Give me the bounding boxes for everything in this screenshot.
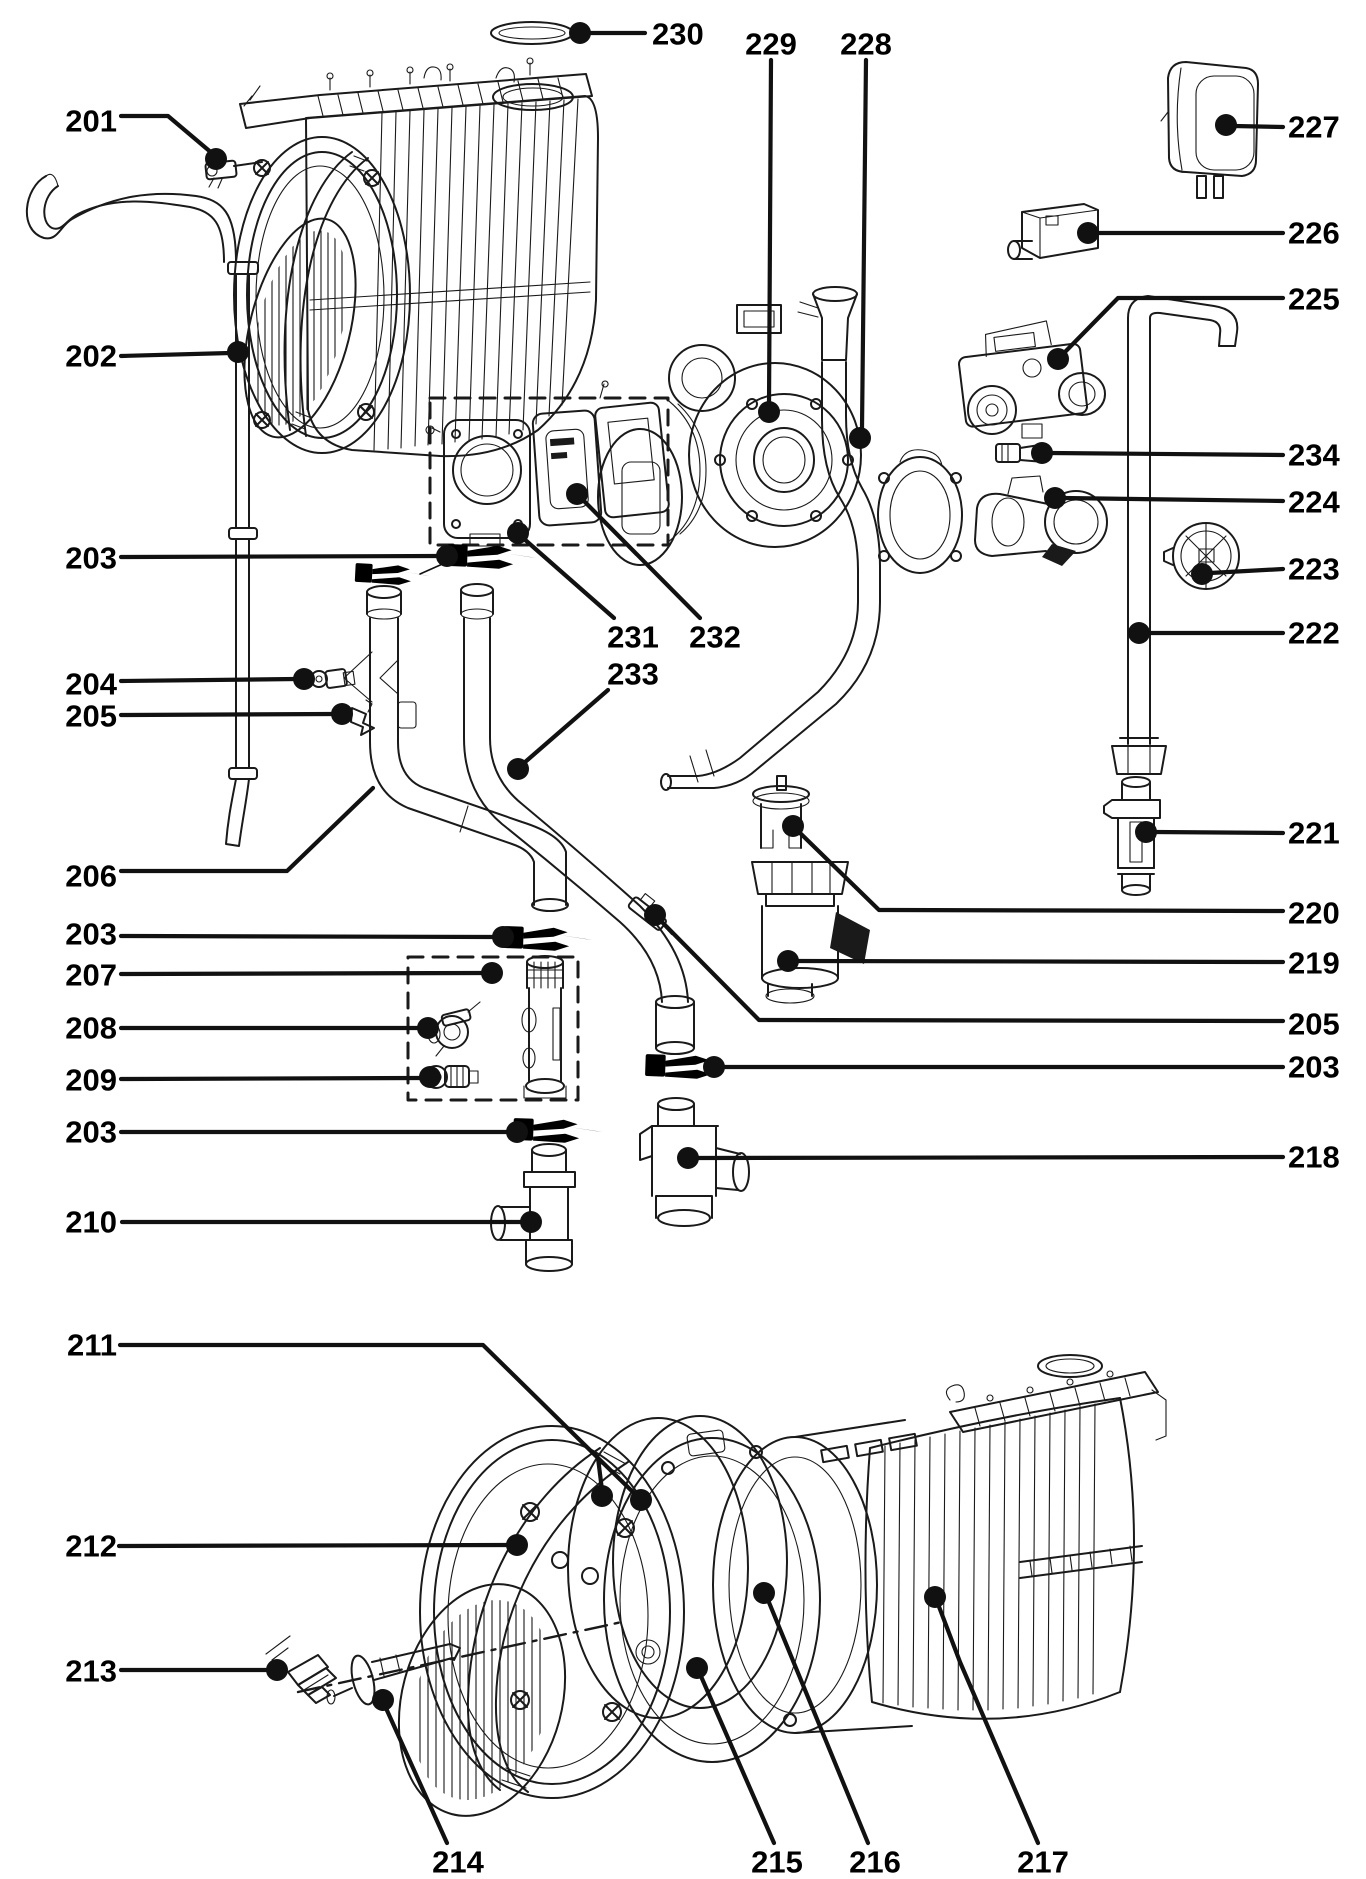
callout-212: 212: [65, 1529, 117, 1564]
gas-pipe-222-drawing: [1111, 295, 1239, 775]
callout-210: 210: [65, 1205, 117, 1240]
callout-234: 234: [1288, 438, 1340, 473]
callout-214: 214: [432, 1845, 484, 1879]
callout-204: 204: [65, 667, 117, 702]
callout-220: 220: [1288, 896, 1340, 931]
igniter-bracket-226-drawing: [1007, 203, 1099, 260]
combustion-chamber-216-drawing: [712, 1419, 918, 1734]
tee-fitting-218-drawing: [639, 1097, 750, 1227]
burner-door-assembly-drawing: [397, 1425, 685, 1817]
condensate-pipe-228-drawing: [660, 286, 881, 791]
door-rings-211-drawing: [567, 1415, 788, 1719]
callout-213: 213: [65, 1654, 117, 1689]
callout-206: 206: [65, 859, 117, 894]
venturi-224-drawing: [974, 475, 1108, 566]
valve-221-drawing: [1103, 776, 1161, 896]
flow-pipe-233-drawing: [460, 583, 695, 1055]
callout-229: 229: [745, 27, 797, 62]
callout-223: 223: [1288, 552, 1340, 587]
fan-229-drawing: [597, 304, 963, 574]
condensate-trap-219-drawing: [751, 861, 870, 1004]
callout-221: 221: [1288, 816, 1340, 851]
callout-222: 222: [1288, 616, 1340, 651]
callout-leaders: [116, 22, 1286, 1846]
air-pressure-switch-227-drawing: [1160, 61, 1259, 199]
electrode-214-drawing: [326, 1643, 461, 1706]
callout-225: 225: [1288, 282, 1340, 317]
heat-exchanger-assembly-drawing: [233, 57, 599, 458]
overflow-hose-202-drawing: [26, 173, 259, 847]
callout-217: 217: [1017, 1845, 1069, 1879]
callout-230: 230: [652, 17, 704, 52]
callout-232: 232: [689, 620, 741, 655]
callout-202: 202: [65, 339, 117, 374]
return-pipe-206-drawing: [343, 585, 569, 912]
callout-201: 201: [65, 104, 117, 139]
callout-205-a: 205: [65, 699, 117, 734]
gas-valve-225-drawing: [958, 320, 1106, 439]
burner-plates-231-232-drawing: [425, 380, 707, 547]
callout-224: 224: [1288, 485, 1340, 520]
spark-igniter-213-drawing: [265, 1635, 337, 1704]
callout-227: 227: [1288, 110, 1340, 145]
callout-226: 226: [1288, 216, 1340, 251]
callout-219: 219: [1288, 946, 1340, 981]
heat-exchanger-217-drawing: [864, 1354, 1167, 1720]
callout-209: 209: [65, 1063, 117, 1098]
callout-203-b: 203: [65, 917, 117, 952]
callout-205-b: 205: [1288, 1007, 1340, 1042]
callout-215: 215: [751, 1845, 803, 1879]
float-insert-220-drawing: [752, 775, 810, 849]
callout-216: 216: [849, 1845, 901, 1879]
callout-203-d: 203: [1288, 1050, 1340, 1085]
callout-218: 218: [1288, 1140, 1340, 1175]
callout-208: 208: [65, 1011, 117, 1046]
callout-228: 228: [840, 27, 892, 62]
sensor-204-drawing: [310, 668, 356, 689]
callout-211: 211: [67, 1328, 117, 1363]
callout-203-c: 203: [65, 1115, 117, 1150]
callout-207: 207: [65, 958, 117, 993]
gasket-230-drawing: [490, 21, 574, 45]
callout-203-a: 203: [65, 541, 117, 576]
callout-231: 231: [607, 620, 659, 655]
flange-disc-215-drawing: [603, 1429, 821, 1763]
callout-233: 233: [607, 657, 659, 692]
elbow-fitting-210-drawing: [490, 1143, 576, 1272]
